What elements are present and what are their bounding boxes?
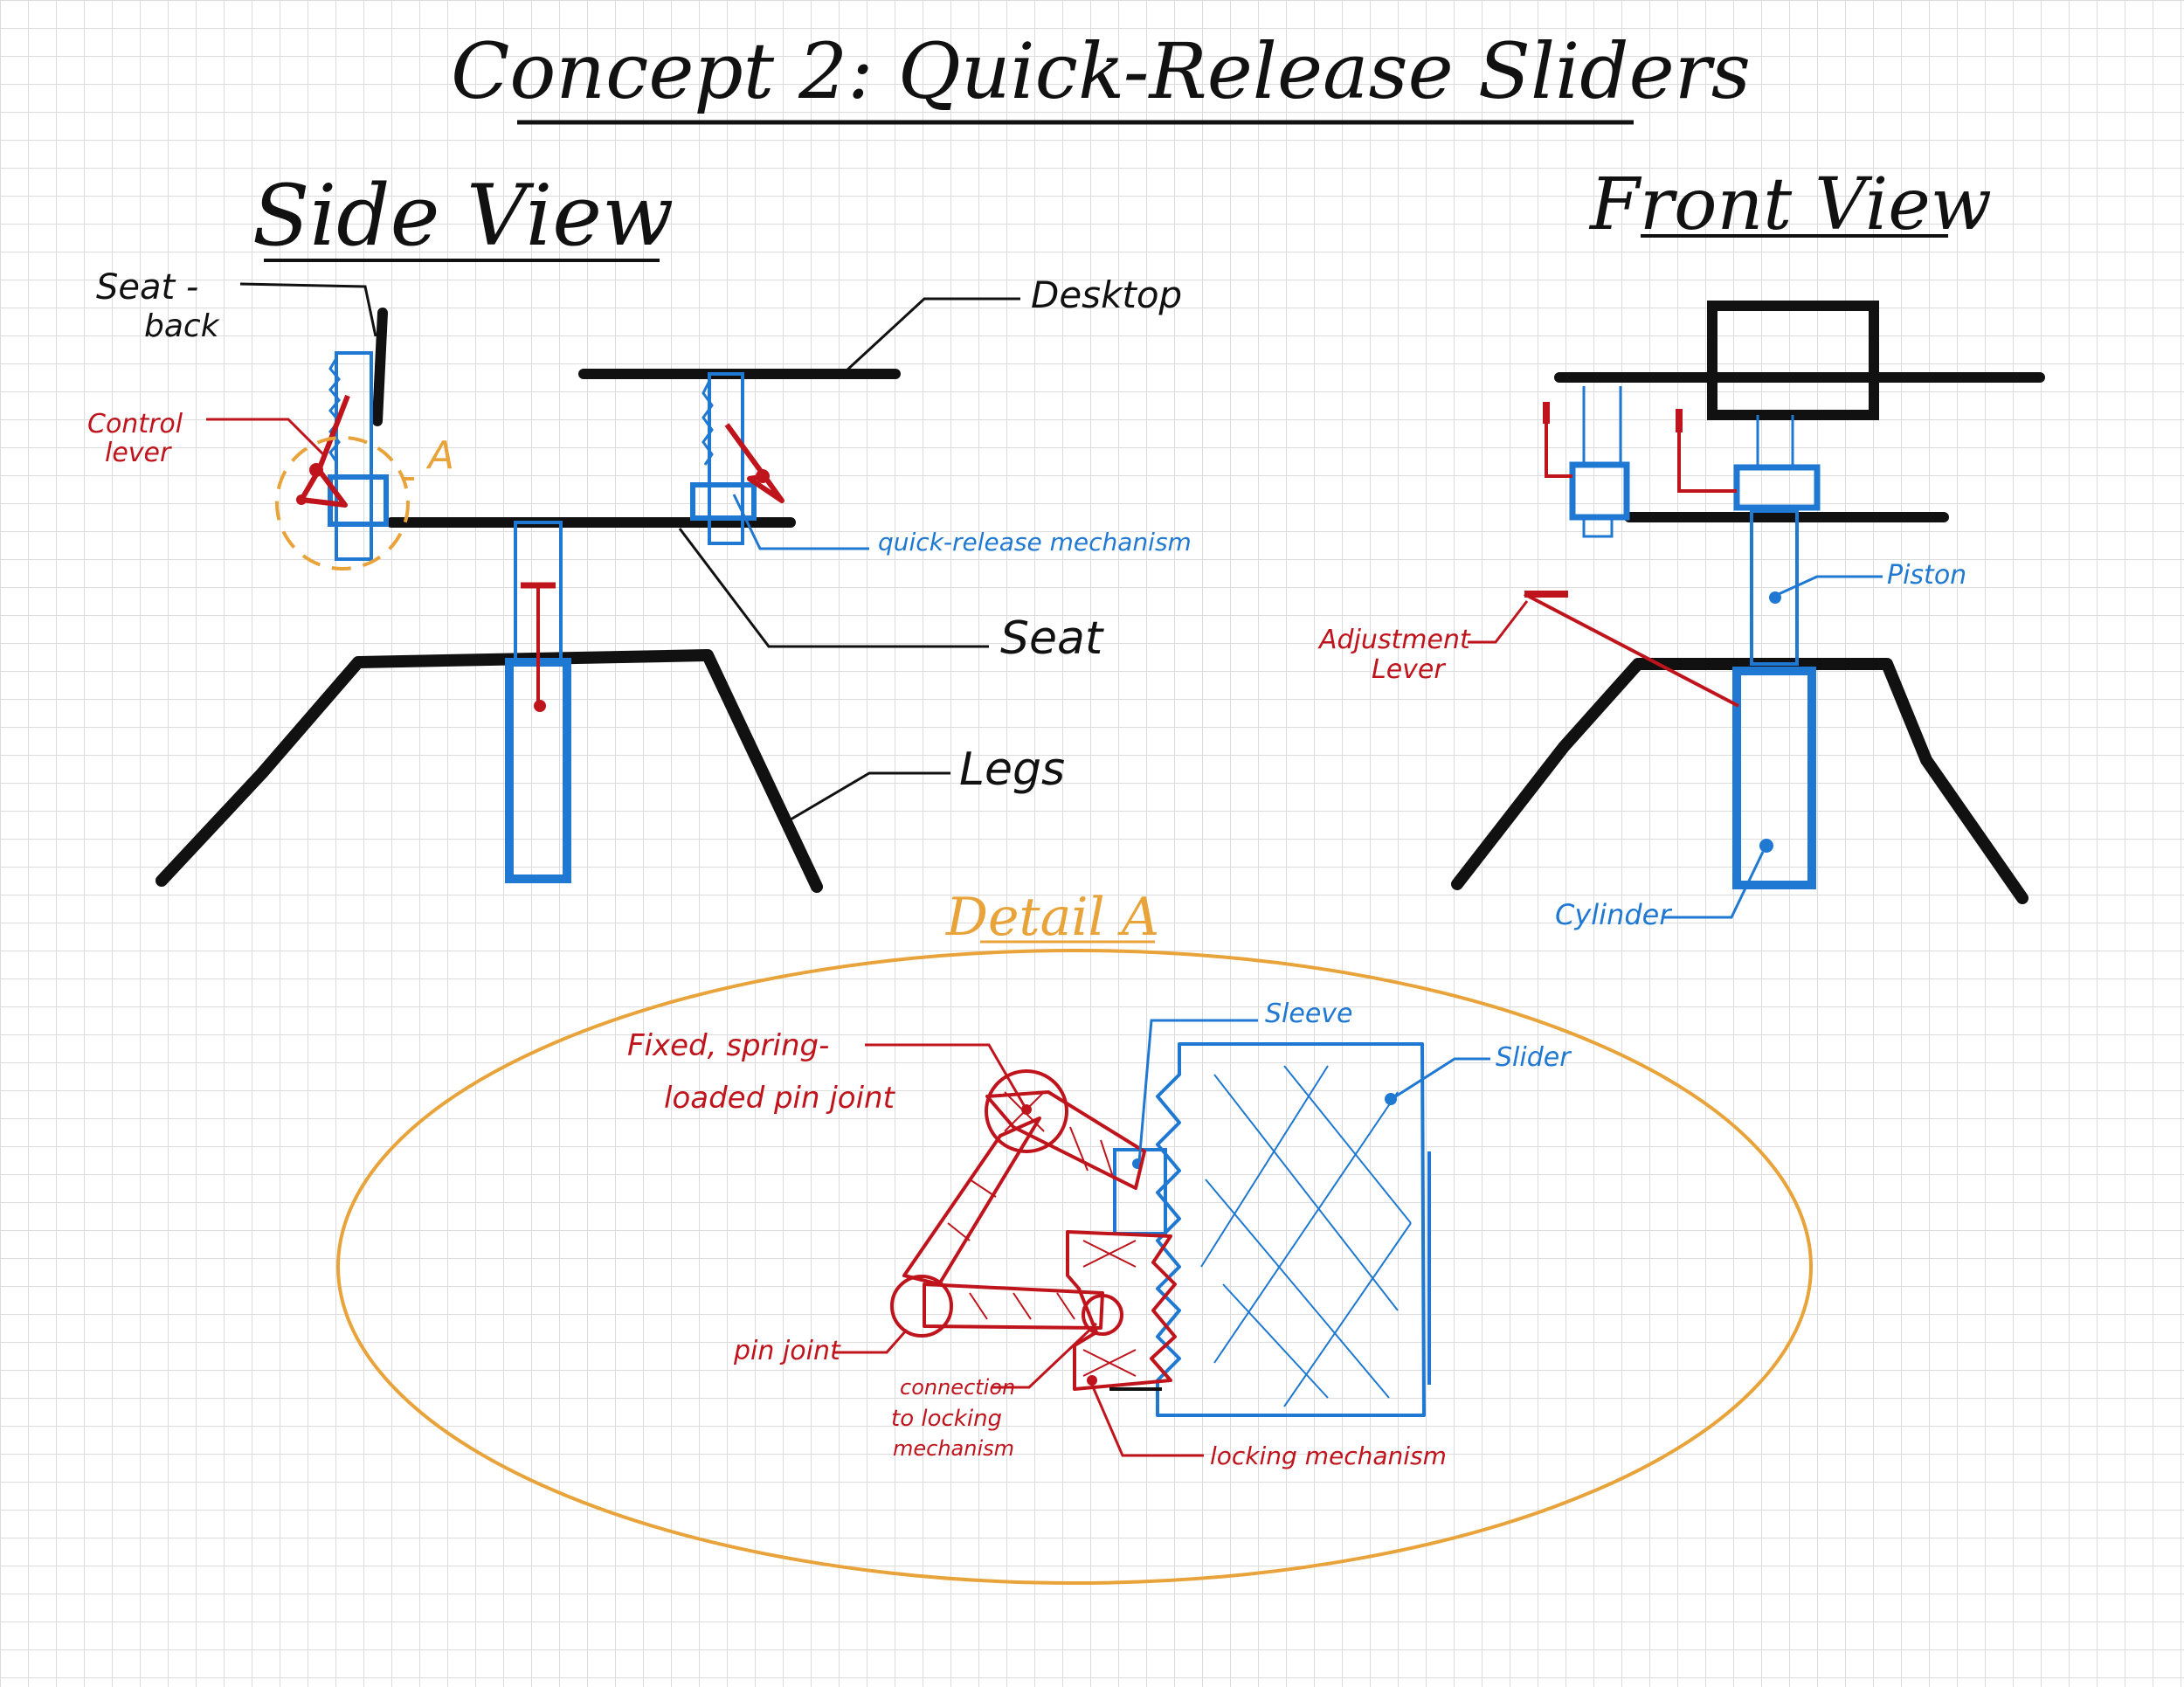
leader-sleeve xyxy=(1137,1019,1258,1163)
leader-seat xyxy=(678,528,989,648)
front-desktop-sleeve xyxy=(1733,464,1821,511)
side-view: Side View A Seat - xyxy=(87,167,1192,893)
label-connection-3: mechanism xyxy=(893,1436,1014,1461)
detail-a-ellipse xyxy=(336,949,1813,1585)
leader-pin-joint xyxy=(834,1329,909,1354)
label-locking-mechanism: locking mechanism xyxy=(1210,1442,1447,1470)
piston-dot xyxy=(1769,591,1781,604)
seat-back-control-lever xyxy=(299,394,350,508)
seat-back xyxy=(372,308,388,426)
leader-cylinder xyxy=(1662,851,1765,919)
front-adjustment-lever xyxy=(1524,592,1739,708)
cylinder-dot xyxy=(1759,839,1773,853)
legs-frame xyxy=(156,649,823,893)
front-seat-back-slider-end xyxy=(1582,515,1614,538)
front-desktop-lever xyxy=(1677,411,1737,493)
leader-quick-release xyxy=(732,494,869,550)
detail-linkage xyxy=(902,1090,1177,1391)
detail-a-marker-circle xyxy=(275,436,410,570)
front-desktop-box xyxy=(1707,301,1879,420)
desktop-rack xyxy=(702,380,714,466)
desktop-lever-pivot xyxy=(756,469,770,483)
front-view-heading: Front View xyxy=(1588,163,1992,246)
label-control-lever-2: lever xyxy=(105,438,172,468)
locking-dot xyxy=(1087,1375,1097,1386)
label-legs: Legs xyxy=(959,743,1065,796)
label-adjustment-lever-1: Adjustment xyxy=(1317,625,1471,655)
label-quick-release: quick-release mechanism xyxy=(878,528,1192,557)
page-title: Concept 2: Quick-Release Sliders xyxy=(451,26,1751,116)
leader-control-lever xyxy=(206,418,327,458)
front-seat-back-lever xyxy=(1545,404,1572,478)
label-sleeve: Sleeve xyxy=(1265,999,1353,1029)
leader-desktop xyxy=(844,297,1020,373)
link-lower xyxy=(923,1283,1104,1330)
pin-joint xyxy=(890,1275,953,1338)
side-view-heading: Side View xyxy=(252,167,674,265)
leader-slider xyxy=(1393,1057,1490,1099)
seat-back-rack xyxy=(328,357,341,464)
label-desktop: Desktop xyxy=(1031,273,1182,316)
seat-back-lever-pivot-2 xyxy=(296,494,307,505)
leader-fixed-pin xyxy=(865,1043,1026,1106)
leader-locking-mechanism xyxy=(1090,1384,1204,1457)
desktop-sleeve xyxy=(690,482,757,521)
link-upper xyxy=(985,1090,1146,1190)
label-piston: Piston xyxy=(1887,560,1966,591)
detail-a-marker-label: A xyxy=(425,433,454,478)
front-view: Front View Piston Adjustment Lever Cylin… xyxy=(1317,163,2045,931)
label-seat: Seat xyxy=(1000,612,1104,665)
label-slider: Slider xyxy=(1496,1042,1572,1073)
label-control-lever-1: Control xyxy=(87,409,183,439)
leader-connection xyxy=(992,1322,1098,1389)
detail-slider xyxy=(1156,1042,1426,1417)
leader-seat-back xyxy=(239,282,377,337)
adjustment-lever-pivot xyxy=(534,700,546,712)
locking-mechanism-block xyxy=(1066,1230,1177,1391)
label-seat-back-2: back xyxy=(144,308,221,344)
slider-hatching xyxy=(1200,1065,1412,1407)
front-cylinder xyxy=(1732,667,1816,889)
label-seat-back-1: Seat - xyxy=(96,267,198,308)
front-seat-back-sleeve xyxy=(1569,461,1630,521)
label-fixed-pin-1: Fixed, spring- xyxy=(627,1028,829,1063)
detail-a-heading: Detail A xyxy=(945,887,1159,948)
front-piston xyxy=(1750,509,1799,666)
fixed-spring-pin-joint xyxy=(985,1069,1068,1153)
label-pin-joint: pin joint xyxy=(733,1336,841,1366)
label-cylinder: Cylinder xyxy=(1555,898,1672,931)
linkage-hatching xyxy=(947,1091,1137,1377)
label-fixed-pin-2: loaded pin joint xyxy=(664,1081,896,1116)
label-adjustment-lever-2: Lever xyxy=(1372,654,1446,685)
connection-joint xyxy=(1082,1294,1123,1336)
seat-back-slider xyxy=(335,351,373,561)
seat-back-lever-pivot xyxy=(309,463,323,477)
leader-piston xyxy=(1778,575,1883,596)
label-connection-2: to locking xyxy=(891,1406,1002,1432)
link-diagonal xyxy=(902,1117,1041,1286)
detail-a: Detail A xyxy=(336,887,1813,1585)
desktop-control-lever xyxy=(724,423,784,503)
slider-dot xyxy=(1385,1093,1397,1105)
leader-legs xyxy=(790,771,950,821)
leader-adjustment-lever xyxy=(1468,600,1529,644)
